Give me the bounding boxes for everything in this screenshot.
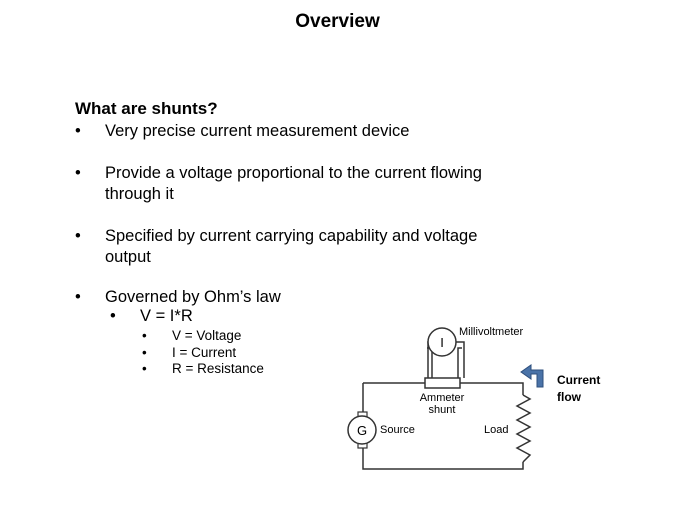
bullet-marker: • — [142, 328, 147, 343]
bullet-marker: • — [75, 227, 81, 245]
bullet-marker: • — [110, 307, 116, 325]
bullet-marker: • — [75, 288, 81, 306]
shunt-label: Ammeter — [420, 392, 465, 404]
bullet-3: • Specified by current carrying capabili… — [75, 226, 477, 268]
millivoltmeter-icon — [427, 327, 457, 357]
current-flow-label: Current — [557, 373, 600, 387]
bullet-marker: • — [142, 345, 147, 360]
source-symbol: G — [357, 423, 367, 438]
load-label: Load — [484, 424, 508, 436]
source-label: Source — [380, 424, 415, 436]
slide-title: Overview — [295, 11, 380, 32]
bullet-1: • Very precise current measurement devic… — [75, 121, 409, 142]
bullet-text: R = Resistance — [172, 361, 264, 376]
bullet-text: Very precise current measurement device — [105, 122, 410, 140]
circuit-wire — [362, 382, 524, 470]
meter-symbol: I — [440, 335, 444, 350]
bullet-text: I = Current — [172, 345, 237, 360]
bullet-2: • Provide a voltage proportional to the … — [75, 163, 482, 205]
bullet-text: V = I*R — [140, 307, 193, 325]
bullet-text: through it — [105, 185, 174, 203]
bullet-text: output — [105, 248, 151, 266]
millivoltmeter-label: Millivoltmeter — [459, 326, 524, 338]
load-resistor — [515, 394, 532, 463]
bullet-text: Provide a voltage proportional to the cu… — [105, 164, 482, 182]
shunt-label: shunt — [429, 404, 456, 416]
bullet-marker: • — [142, 361, 147, 376]
sub-sub-bullet-3: • R = Resistance — [142, 361, 264, 376]
current-flow-label: flow — [557, 390, 582, 404]
bullet-marker: • — [75, 122, 81, 140]
ammeter-shunt — [424, 377, 461, 389]
bullet-text: Governed by Ohm’s law — [105, 288, 281, 306]
current-flow-arrow-icon — [520, 364, 544, 388]
bullet-text: V = Voltage — [172, 328, 242, 343]
section-heading: What are shunts? — [75, 99, 218, 118]
bullet-text: Specified by current carrying capability… — [105, 227, 478, 245]
bullet-4: • Governed by Ohm’s law — [75, 287, 281, 308]
sub-bullet: • V = I*R — [110, 307, 193, 326]
bullet-marker: • — [75, 164, 81, 182]
generator-icon — [347, 415, 377, 445]
sub-sub-bullet-2: • I = Current — [142, 345, 236, 360]
sub-sub-bullet-1: • V = Voltage — [142, 328, 241, 343]
